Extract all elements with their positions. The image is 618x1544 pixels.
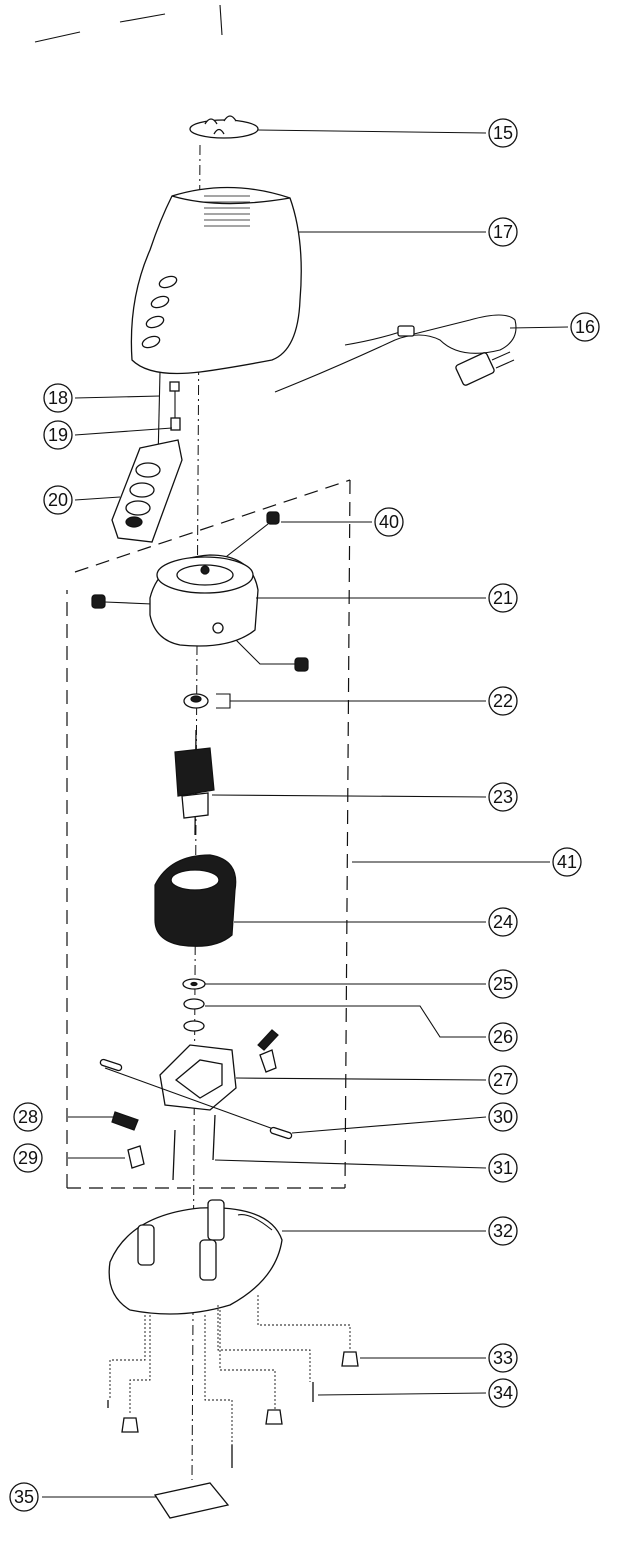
callout-circle [488,907,518,937]
callouts: 15 16 17 18 19 20 21 22 23 24 25 26 27 2… [9,118,600,1512]
top-break-lines [34,4,223,43]
part-18-19-20-switch [74,371,183,543]
callout-circle [374,507,404,537]
callout-32: 32 [488,1216,518,1246]
callout-31: 31 [488,1153,518,1183]
part-27-31-brush-holder [68,1029,487,1181]
part-40-grommets [91,511,372,672]
callout-circle [43,485,73,515]
callout-34: 34 [488,1378,518,1408]
callout-circle [13,1102,43,1132]
part-16-power-cord [274,314,569,393]
callout-number: 18 [48,388,68,408]
callout-number: 25 [493,974,513,994]
part-24-stator [154,854,486,947]
callout-number: 29 [18,1148,38,1168]
callout-number: 41 [557,852,577,872]
callout-circle [488,583,518,613]
part-25-26-washers [182,978,486,1038]
callout-29: 29 [13,1143,43,1173]
callout-26: 26 [488,1022,518,1052]
callout-circle [488,782,518,812]
callout-number: 16 [575,317,595,337]
part-21-motor-top [149,554,486,647]
callout-number: 33 [493,1348,513,1368]
callout-circle [43,420,73,450]
callout-16: 16 [570,312,600,342]
callout-21: 21 [488,583,518,613]
callout-35: 35 [9,1482,39,1512]
callout-circle [488,1065,518,1095]
callout-circle [488,217,518,247]
callout-number: 32 [493,1221,513,1241]
callout-number: 20 [48,490,68,510]
callout-circle [488,118,518,148]
callout-number: 24 [493,912,513,932]
callout-20: 20 [43,485,73,515]
callout-circle [488,1102,518,1132]
callout-number: 27 [493,1070,513,1090]
callout-number: 28 [18,1107,38,1127]
callout-17: 17 [488,217,518,247]
callout-24: 24 [488,907,518,937]
callout-circle [43,383,73,413]
callout-number: 30 [493,1107,513,1127]
part-33-34-feet-screws [107,1295,487,1468]
callout-circle [13,1143,43,1173]
callout-number: 23 [493,787,513,807]
callout-circle [488,1343,518,1373]
callout-circle [488,1378,518,1408]
callout-33: 33 [488,1343,518,1373]
callout-number: 26 [493,1027,513,1047]
part-35-plate [42,1482,230,1519]
callout-41: 41 [552,847,582,877]
callout-number: 17 [493,222,513,242]
callout-circle [488,1022,518,1052]
callout-number: 21 [493,588,513,608]
callout-25: 25 [488,969,518,999]
callout-19: 19 [43,420,73,450]
callout-18: 18 [43,383,73,413]
callout-circle [488,1216,518,1246]
part-15-top-cap [189,115,487,139]
part-17-housing [130,186,486,375]
callout-22: 22 [488,686,518,716]
callout-30: 30 [488,1102,518,1132]
callout-number: 19 [48,425,68,445]
callout-23: 23 [488,782,518,812]
callout-number: 15 [493,123,513,143]
callout-number: 35 [14,1487,34,1507]
callout-15: 15 [488,118,518,148]
callout-circle [488,1153,518,1183]
callout-circle [9,1482,39,1512]
callout-40: 40 [374,507,404,537]
callout-27: 27 [488,1065,518,1095]
callout-circle [552,847,582,877]
callout-circle [488,969,518,999]
callout-circle [570,312,600,342]
part-23-armature [174,729,487,836]
callout-number: 22 [493,691,513,711]
callout-number: 31 [493,1158,513,1178]
callout-number: 40 [379,512,399,532]
callout-28: 28 [13,1102,43,1132]
part-22-bearing [183,693,486,709]
callout-number: 34 [493,1383,513,1403]
part-32-base [108,1199,486,1315]
callout-circle [488,686,518,716]
